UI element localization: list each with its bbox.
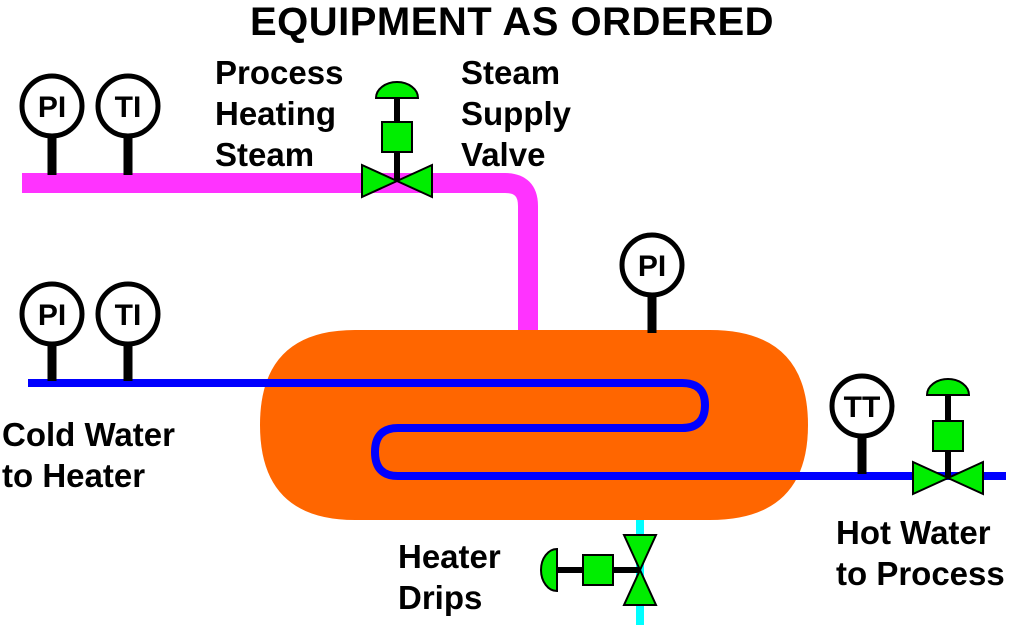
hot-water-valve-body-icon [912, 460, 984, 496]
hot-water-valve[interactable] [912, 378, 984, 496]
diagram-title: EQUIPMENT AS ORDERED [249, 0, 775, 44]
heater-drips-label: Heater Drips [398, 538, 501, 616]
cold-water-label: Cold Water to Heater [2, 416, 175, 494]
steam-ti-text: TI [115, 91, 142, 124]
steam-pressure-indicator: PI [19, 73, 85, 175]
water-coil-line [28, 379, 1006, 480]
steam-line [22, 173, 538, 340]
drips-valve-actuator-icon [540, 547, 558, 593]
steam-valve-actuator-icon [374, 81, 420, 99]
water-temperature-indicator: TI [95, 281, 161, 381]
hot-water-label: Hot Water to Process [836, 514, 1005, 592]
vessel-pressure-indicator: PI [619, 232, 685, 333]
steam-pi-text: PI [38, 91, 66, 124]
steam-temperature-indicator: TI [95, 73, 161, 175]
steam-valve-body-icon [361, 163, 433, 199]
process-steam-label: Process Heating Steam [215, 54, 344, 173]
water-ti-text: TI [115, 299, 142, 332]
vessel-pi-text: PI [638, 250, 666, 283]
hot-water-valve-actuator-icon [925, 378, 971, 396]
heater-drips-valve[interactable] [540, 534, 658, 606]
outlet-tt-text: TT [844, 391, 881, 424]
hot-water-valve-positioner-icon [932, 420, 964, 452]
drips-valve-positioner-icon [582, 554, 614, 586]
steam-valve-positioner-icon [381, 121, 413, 153]
steam-supply-valve[interactable] [361, 81, 433, 199]
water-pi-text: PI [38, 299, 66, 332]
steam-valve-label: Steam Supply Valve [461, 54, 572, 173]
water-pressure-indicator: PI [19, 281, 85, 381]
drips-valve-body-icon [622, 534, 658, 606]
outlet-temperature-transmitter: TT [829, 373, 895, 474]
